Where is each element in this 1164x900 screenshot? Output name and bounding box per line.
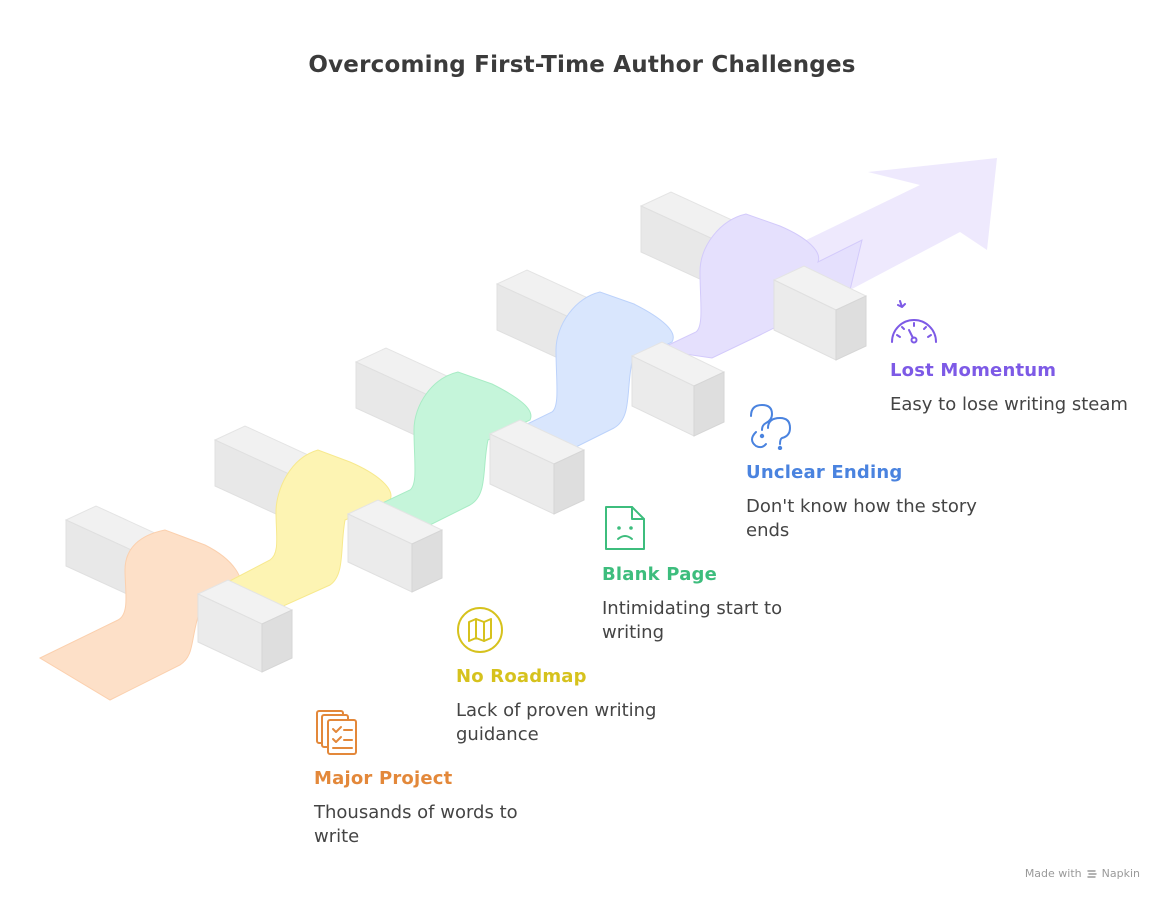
step-blank-page: Blank Page Intimidating start to writing — [602, 504, 862, 645]
ribbon-segment-blank-page — [370, 371, 532, 526]
step-major-project: Major Project Thousands of words to writ… — [314, 708, 574, 849]
made-with-napkin-credit[interactable]: Made with Napkin — [1025, 867, 1140, 880]
step-label: Blank Page — [602, 564, 718, 585]
ribbon — [38, 213, 863, 701]
step-description: Easy to lose writing steam — [890, 394, 1128, 415]
back-blocks — [64, 191, 747, 601]
ribbon-segment-major-project — [38, 529, 242, 701]
front-block-3 — [488, 419, 586, 515]
ribbon-segment-lost-momentum — [656, 213, 863, 359]
ribbon-segment-no-roadmap — [220, 449, 392, 613]
step-description: Lack of proven writing guidance — [456, 700, 657, 745]
step-label: Unclear Ending — [746, 462, 903, 483]
back-block-2 — [213, 425, 321, 521]
documents-checklist-icon — [316, 710, 357, 755]
step-label: No Roadmap — [456, 666, 587, 687]
front-blocks — [196, 265, 868, 673]
step-description: Intimidating start to writing — [602, 598, 783, 643]
question-marks-icon — [750, 404, 791, 450]
napkin-logo-icon — [1086, 869, 1097, 878]
step-lost-momentum: Lost Momentum Easy to lose writing steam — [890, 300, 1150, 417]
sad-document-icon — [605, 506, 645, 550]
made-with-label: Made with — [1024, 867, 1082, 880]
brand-label: Napkin — [1101, 867, 1140, 880]
step-description: Don't know how the story ends — [746, 496, 977, 541]
step-unclear-ending: Unclear Ending Don't know how the story … — [746, 402, 1006, 543]
front-block-5 — [772, 265, 868, 361]
map-icon — [457, 607, 503, 653]
front-block-4 — [630, 341, 726, 437]
step-no-roadmap: No Roadmap Lack of proven writing guidan… — [456, 606, 716, 747]
front-block-2 — [346, 499, 444, 593]
step-label: Major Project — [314, 768, 453, 789]
ribbon-segment-unclear-ending — [513, 291, 674, 451]
front-block-1 — [196, 579, 294, 673]
step-label: Lost Momentum — [890, 360, 1057, 381]
diagram-title: Overcoming First-Time Author Challenges — [308, 52, 856, 78]
speedometer-low-icon — [891, 300, 937, 344]
step-description: Thousands of words to write — [314, 802, 518, 847]
